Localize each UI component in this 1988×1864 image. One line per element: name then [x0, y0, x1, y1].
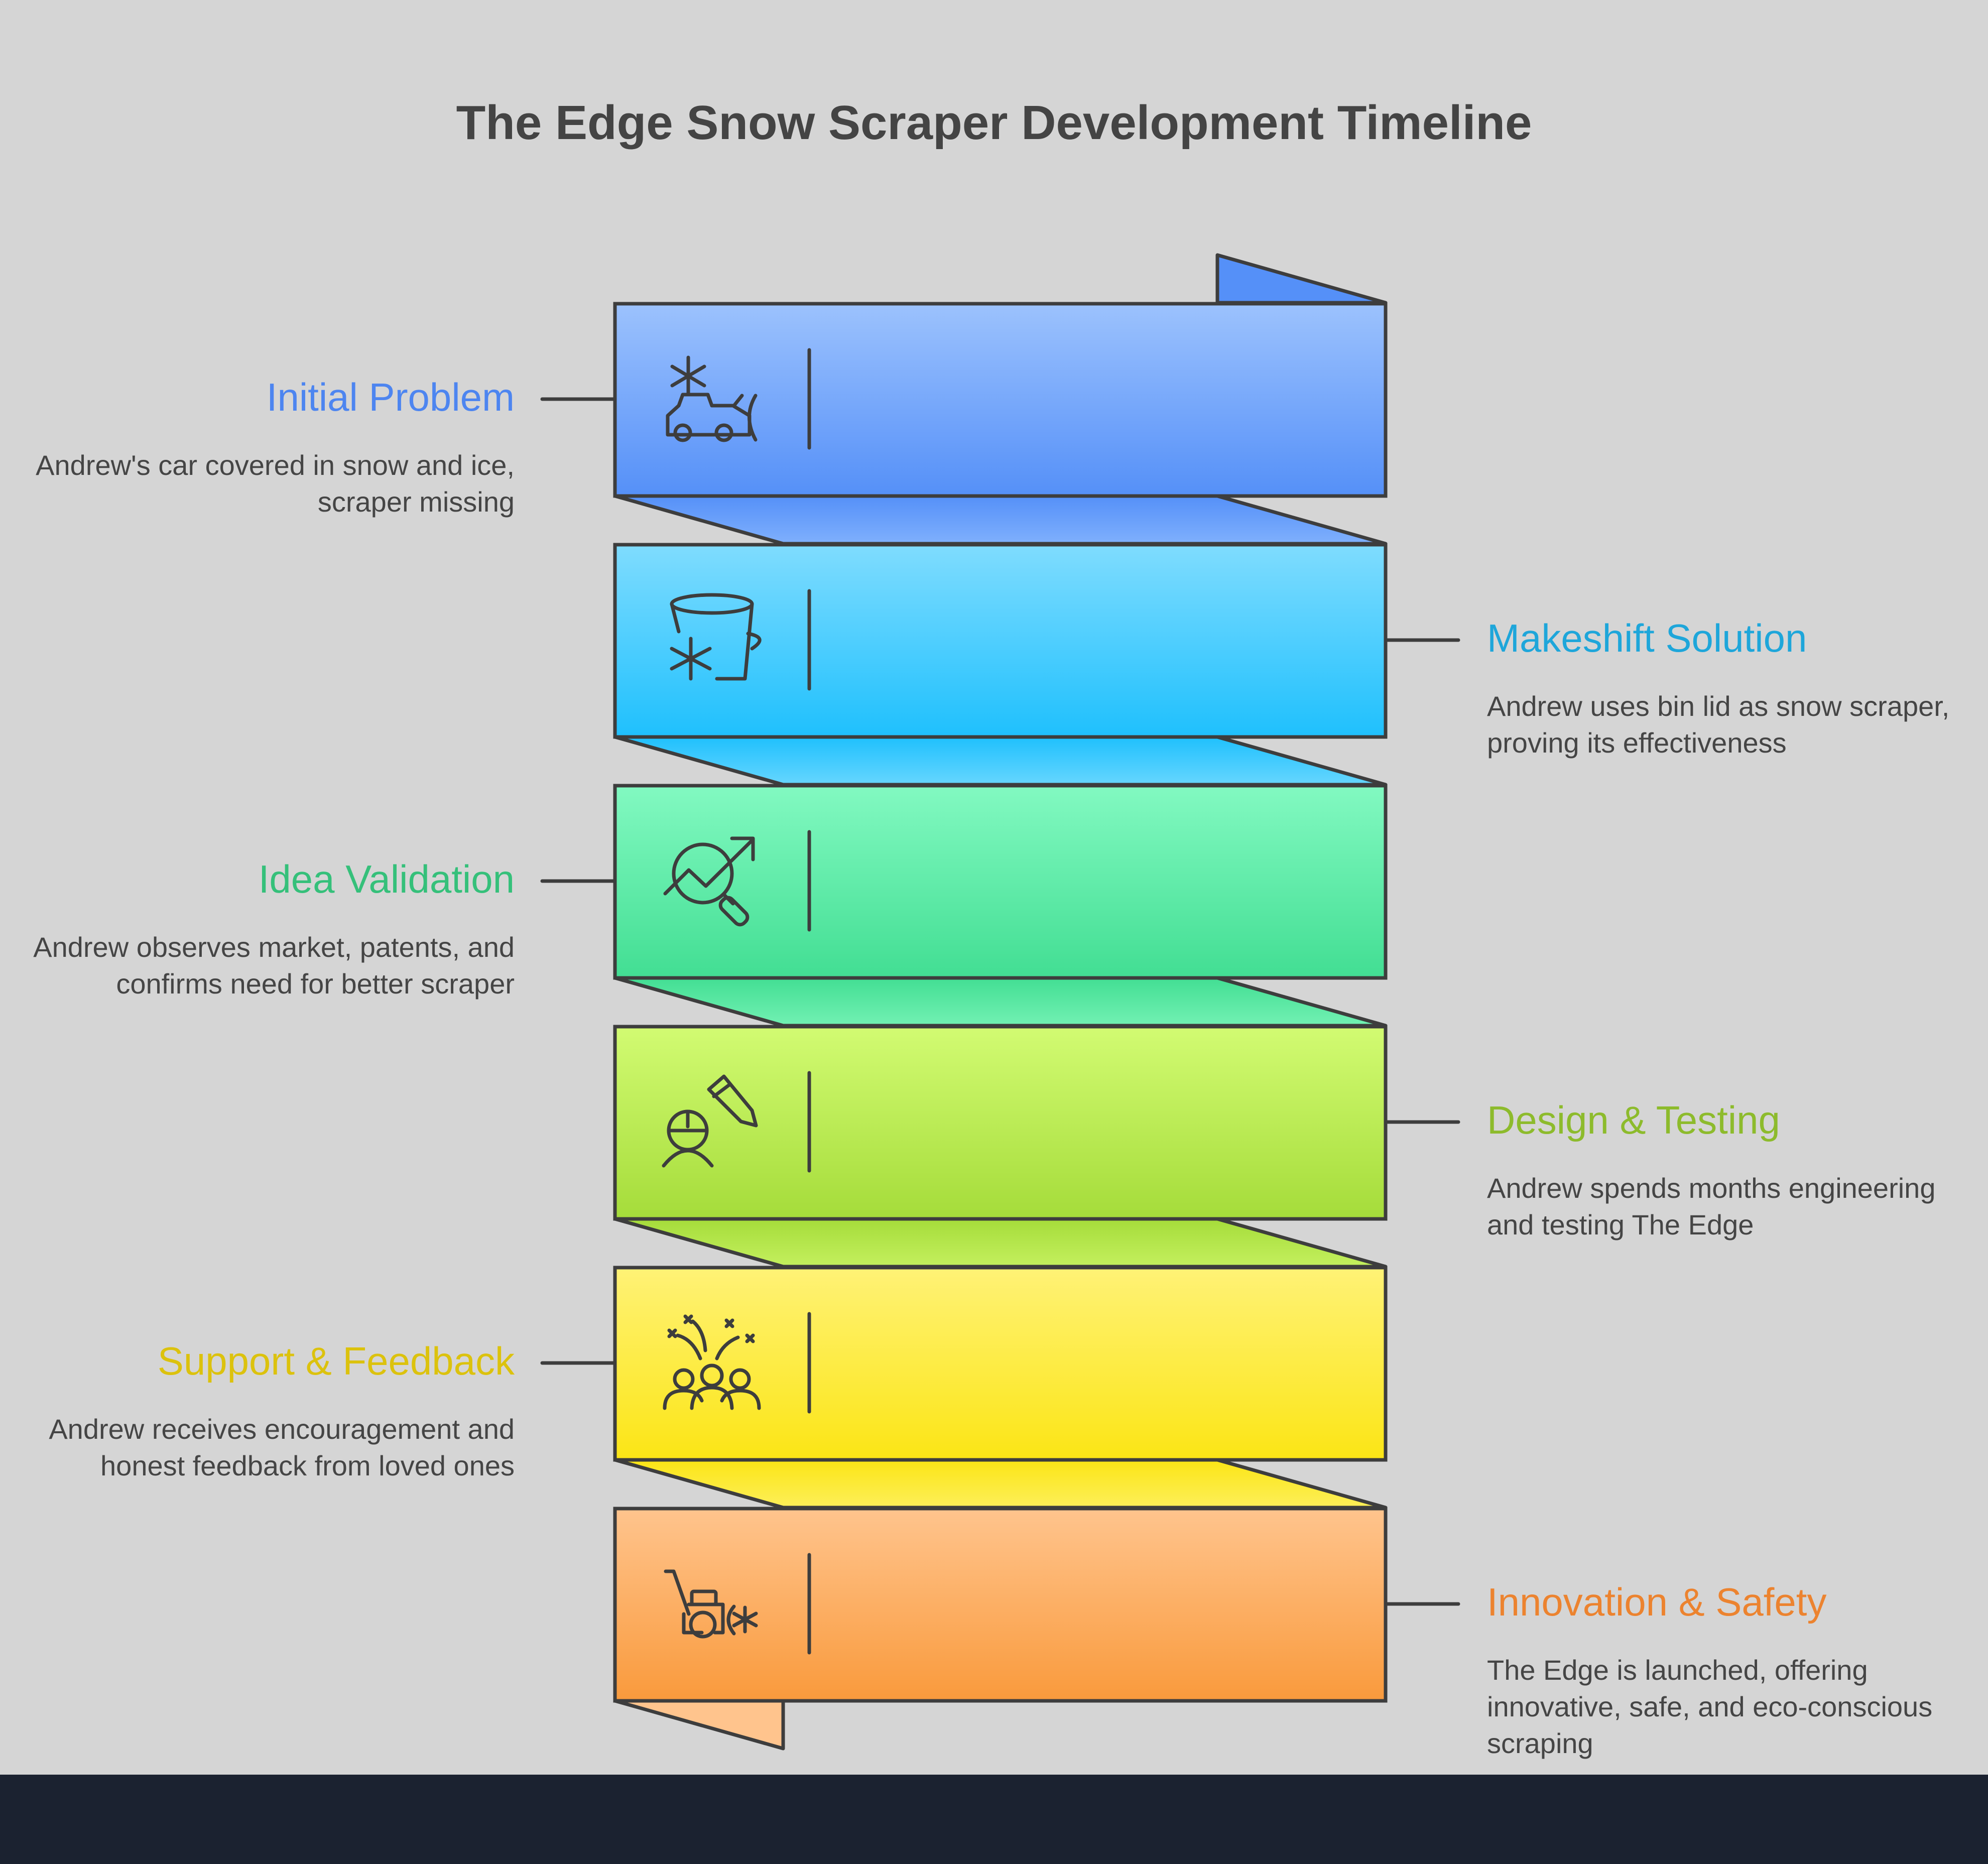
stage-description-initial-problem: Andrew's car covered in snow and ice, sc… — [36, 449, 515, 518]
stage-description-idea-validation: Andrew observes market, patents, and con… — [33, 931, 515, 1000]
stage-panel-6 — [613, 1507, 1388, 1703]
page-title: The Edge Snow Scraper Development Timeli… — [456, 96, 1532, 150]
stage-label-idea-validation: Idea Validation — [258, 857, 515, 901]
leader-lines — [540, 397, 1460, 1606]
stage-label-support-feedback: Support & Feedback — [157, 1339, 515, 1383]
engineer-pencil-icon — [662, 1074, 758, 1168]
stage-label-innovation-safety: Innovation & Safety — [1487, 1580, 1827, 1624]
stage-panel-2 — [613, 543, 1388, 739]
celebrating-group-icon — [663, 1314, 761, 1410]
bucket-snowflake-icon — [670, 593, 762, 681]
stage-description-innovation-safety: The Edge is launched, offering innovativ… — [1487, 1654, 1933, 1759]
stage-panel-3 — [613, 784, 1388, 980]
trend-search-icon — [663, 836, 755, 927]
footer-bar — [0, 1775, 1988, 1861]
stage-label-initial-problem: Initial Problem — [266, 375, 515, 419]
stage-panel-4 — [613, 1025, 1388, 1221]
stage-panel-1 — [613, 302, 1388, 498]
stage-panel-5 — [613, 1266, 1388, 1462]
stage-description-makeshift-solution: Andrew uses bin lid as snow scraper, pro… — [1487, 690, 1950, 759]
stage-description-support-feedback: Andrew receives encouragement and honest… — [49, 1413, 515, 1481]
snow-blower-icon — [664, 1569, 758, 1639]
stage-description-design-testing: Andrew spends months engineering and tes… — [1487, 1172, 1936, 1240]
snow-truck-icon — [666, 355, 758, 442]
stage-label-design-testing: Design & Testing — [1487, 1098, 1780, 1142]
stage-label-makeshift-solution: Makeshift Solution — [1487, 616, 1807, 660]
